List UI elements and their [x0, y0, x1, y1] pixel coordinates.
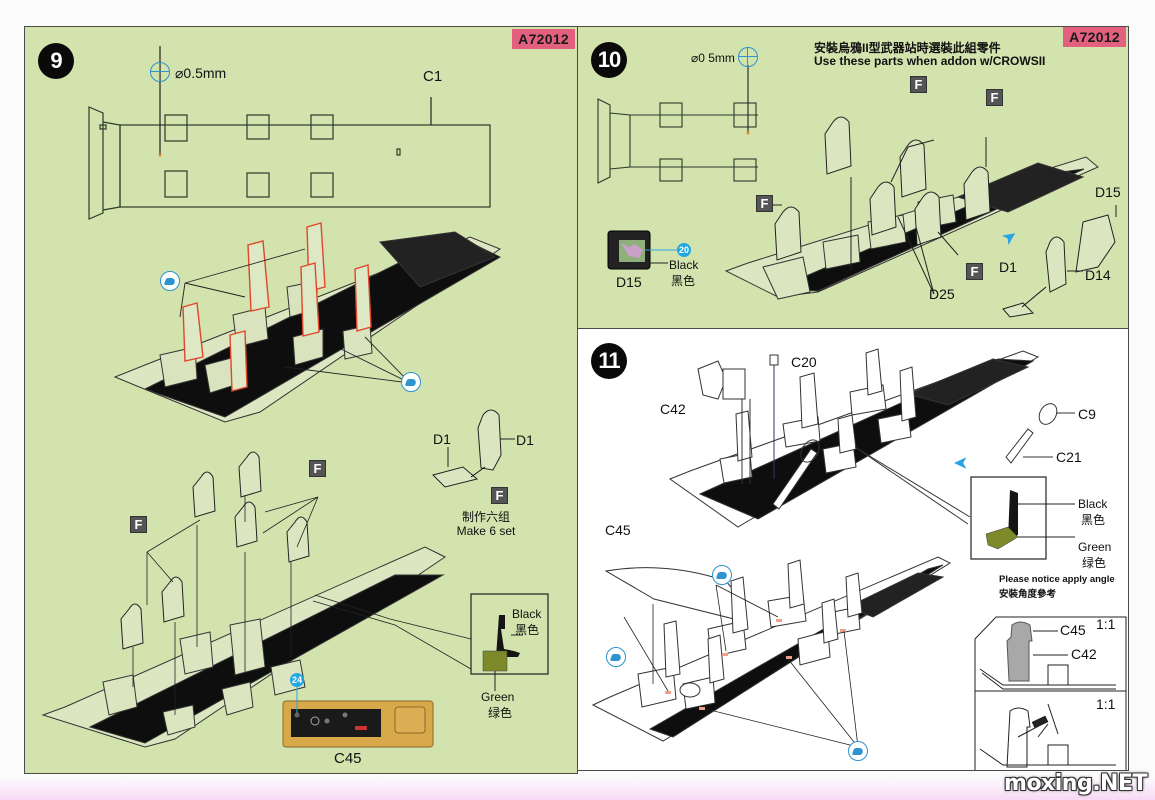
d1-seat-subassembly [432, 409, 515, 488]
subassembly-f-tag: F [309, 460, 326, 477]
paint-black-cn: 黑色 [671, 274, 696, 288]
cement-glue-icon [712, 565, 732, 585]
part-label-c42: C42 [660, 401, 686, 417]
part-label-c1: C1 [423, 68, 443, 85]
part-label-d25: D25 [929, 286, 955, 302]
angle-reference-views [974, 616, 1127, 770]
angle-view-label-c42: C42 [1071, 646, 1097, 662]
angle-note-en: Please notice apply angle [999, 574, 1115, 585]
color-ref-number: 24 [290, 673, 304, 687]
crows-note-cn: 安裝烏鴉II型武器站時選裝此組零件 [814, 41, 1001, 55]
paint-green-cn: 绿色 [488, 706, 513, 720]
step-10-drawing [597, 65, 1117, 318]
paint-swatch-seat-step9 [470, 593, 549, 691]
part-label-c21: C21 [1056, 449, 1082, 465]
step-10-panel: 10 A72012 安裝烏鴉II型武器站時選裝此組零件 Use these pa… [577, 26, 1129, 329]
angle-view-scale: 1:1 [1096, 616, 1116, 632]
make-sets-en: Make 6 set [456, 524, 516, 538]
c45-dashboard-illustration [282, 681, 434, 748]
watermark: moxing.NET [1004, 771, 1147, 796]
paint-black-en: Black [1078, 497, 1108, 511]
step-9-panel: 9 A72012 [24, 26, 578, 774]
part-label-c45: C45 [605, 522, 631, 538]
paint-black-cn: 黑色 [1081, 513, 1106, 527]
part-label-d1: D1 [516, 432, 534, 448]
paint-black-cn: 黑色 [515, 623, 540, 637]
floor-plate-top-view-partial [597, 65, 758, 184]
part-label-c9: C9 [1078, 406, 1096, 422]
drill-hole-icon [738, 47, 758, 67]
floor-plate-top-view [88, 46, 491, 220]
part-label-d14: D14 [1085, 267, 1111, 283]
part-label-d1: D1 [433, 431, 451, 447]
c9-c21-steering [1005, 403, 1075, 464]
subassembly-f-tag: F [491, 487, 508, 504]
step-11-panel: 11 [577, 328, 1129, 771]
part-label-c45: C45 [334, 750, 362, 767]
angle-view-scale: 1:1 [1096, 696, 1116, 712]
kit-code-tag: A72012 [1063, 27, 1126, 47]
drill-size-label: ⌀0.5mm [175, 65, 227, 81]
d15-display-unit [607, 230, 678, 270]
seat-frame-assembly-upper [668, 348, 1040, 528]
paint-green-en: Green [1078, 540, 1112, 554]
direction-arrow-icon: ➤ [954, 454, 968, 471]
make-sets-cn: 制作六组 [461, 510, 510, 524]
angle-note-cn: 安裝角度參考 [999, 589, 1057, 600]
angle-view-label-c45: C45 [1060, 622, 1086, 638]
paint-green-cn: 绿色 [1082, 556, 1107, 570]
paint-swatch-seat-step11 [970, 476, 1075, 560]
paint-green-en: Green [481, 690, 515, 704]
crows-note-en: Use these parts when addon w/CROWSII [814, 54, 1046, 68]
drill-hole-icon [150, 62, 170, 82]
paint-black-en: Black [512, 607, 542, 621]
cement-glue-icon [160, 271, 180, 291]
part-label-d1: D1 [999, 259, 1017, 275]
subassembly-f-tag: F [130, 516, 147, 533]
part-label-d15-display: D15 [616, 274, 642, 290]
subassembly-f-tag: F [756, 195, 773, 212]
step-11-drawing [591, 348, 1127, 770]
step-9-drawing [41, 46, 549, 748]
subassembly-f-tag: F [986, 89, 1003, 106]
cement-glue-icon [848, 741, 868, 761]
step-number-badge: 9 [38, 43, 74, 79]
seat-base-assembly-red [113, 222, 502, 423]
paint-black-en: Black [669, 258, 699, 272]
step-number-badge: 10 [591, 42, 627, 78]
kit-code-tag: A72012 [512, 29, 575, 49]
subassembly-f-tag: F [966, 263, 983, 280]
drill-size-label: ⌀0 5mm [691, 51, 735, 65]
step-number-badge: 11 [591, 343, 627, 379]
cement-glue-icon [401, 372, 421, 392]
part-label-c20: C20 [791, 354, 817, 370]
seat-frame-assembly-lower [591, 556, 952, 748]
color-ref-number: 20 [677, 243, 691, 257]
part-label-d15: D15 [1095, 184, 1121, 200]
d14-d15-subassembly [1002, 205, 1117, 318]
subassembly-f-tag: F [910, 76, 927, 93]
seat-assembly-crows [724, 116, 1099, 300]
page-bottom-tint [0, 778, 1155, 800]
cement-glue-icon [606, 647, 626, 667]
